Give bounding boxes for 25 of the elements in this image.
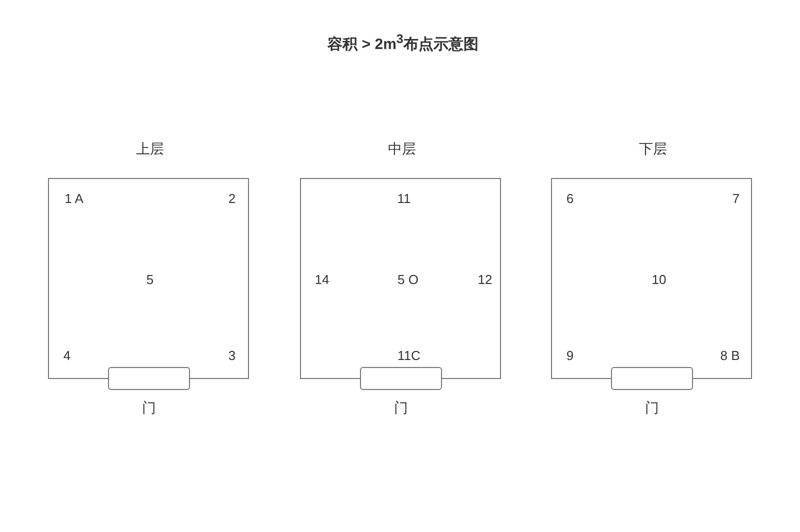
layer-heading: 中层 bbox=[388, 141, 416, 157]
point-label: 1 A bbox=[64, 192, 84, 206]
point-label: 11C bbox=[398, 348, 420, 364]
layer-heading: 下层 bbox=[639, 141, 667, 157]
point-label: 7 bbox=[732, 192, 740, 206]
point-label: 3 bbox=[228, 348, 236, 364]
point-label: 6 bbox=[566, 192, 574, 206]
point-label: 12 bbox=[478, 272, 492, 288]
door-rectangle bbox=[360, 367, 442, 390]
point-label: 5 bbox=[146, 272, 154, 288]
point-label: 11 bbox=[397, 192, 411, 206]
point-label: 4 bbox=[63, 348, 71, 364]
door-label: 门 bbox=[142, 400, 156, 416]
door-label: 门 bbox=[394, 400, 408, 416]
door-rectangle bbox=[611, 367, 693, 390]
point-label: 5 O bbox=[398, 272, 418, 288]
door-rectangle bbox=[108, 367, 190, 390]
point-label: 8 B bbox=[720, 348, 740, 364]
point-label: 9 bbox=[566, 348, 574, 364]
door-label: 门 bbox=[645, 400, 659, 416]
layer-heading: 上层 bbox=[136, 141, 164, 157]
point-label: 14 bbox=[314, 272, 330, 288]
title: 容积 > 2m$^{3}$布点示意图 bbox=[328, 32, 478, 54]
point-label: 10 bbox=[652, 272, 666, 288]
point-label: 2 bbox=[228, 192, 236, 206]
